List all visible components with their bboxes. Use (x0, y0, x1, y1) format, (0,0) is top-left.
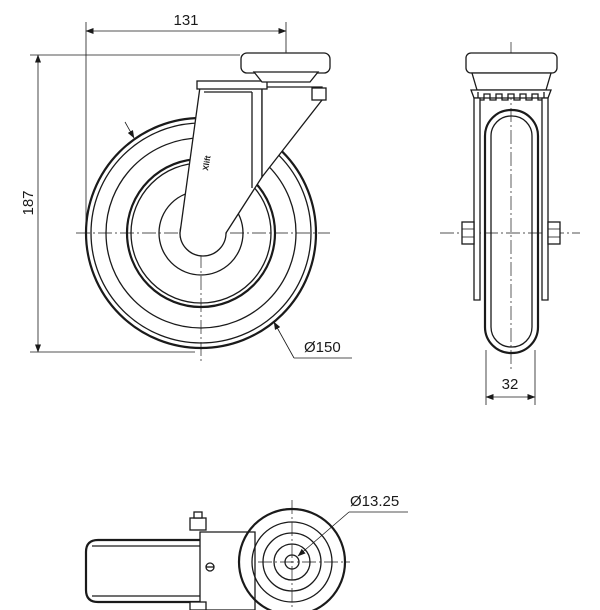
dim-diameter-arrow-top (124, 121, 135, 139)
top-head-ring-3 (273, 543, 311, 581)
dim-bolt-hole: Ø13.25 (297, 493, 408, 557)
top-axle-bolt-bottom (189, 601, 207, 610)
top-bolt-hole (284, 554, 300, 570)
side-fork-left-leg (473, 97, 481, 301)
mounting-head-front (240, 52, 331, 83)
head-cap (240, 52, 331, 74)
top-head-ring-2 (262, 532, 322, 592)
top-head-ring-1 (251, 521, 333, 603)
fork-plate (179, 86, 263, 257)
dim-height-label: 187 (20, 190, 37, 215)
side-head-neck (471, 72, 552, 91)
top-wheel-tyre (84, 538, 212, 604)
side-fork-right-leg (541, 97, 549, 301)
side-view: 32 (440, 42, 580, 405)
dim-wheel-width-label: 32 (502, 376, 519, 393)
bearing-teeth (477, 92, 545, 101)
fork-top-flange (196, 80, 268, 90)
top-view: Ø13.25 (84, 493, 408, 610)
dim-bolt-hole-label: Ø13.25 (350, 493, 399, 510)
top-axle-bolt-end (193, 511, 203, 519)
fork-front: Xlift (179, 80, 327, 257)
dim-bolt-hole-leader (297, 511, 350, 557)
dim-height: 187 (20, 54, 240, 353)
dim-width: 131 (85, 12, 287, 230)
dim-diameter-leader (273, 321, 295, 359)
dim-wheel-width: 32 (485, 350, 536, 405)
head-neck (252, 71, 320, 83)
dim-width-label: 131 (173, 12, 198, 29)
front-view: Xlift 131 187 Ø150 (20, 12, 352, 362)
side-axle-nut-left (461, 221, 475, 245)
top-fork-plate (199, 531, 256, 610)
top-head-outer (237, 507, 347, 610)
dim-diameter: Ø150 (124, 121, 352, 359)
top-axle-bolt-head (189, 517, 207, 531)
dim-diameter-label: Ø150 (304, 339, 341, 356)
side-wheel-tyre (483, 108, 540, 355)
fork-clip (311, 87, 327, 101)
side-axle-nut-right (547, 221, 561, 245)
brand-logo: Xlift (201, 155, 213, 172)
side-wheel-inner (490, 115, 533, 348)
side-head-cap (465, 52, 558, 74)
